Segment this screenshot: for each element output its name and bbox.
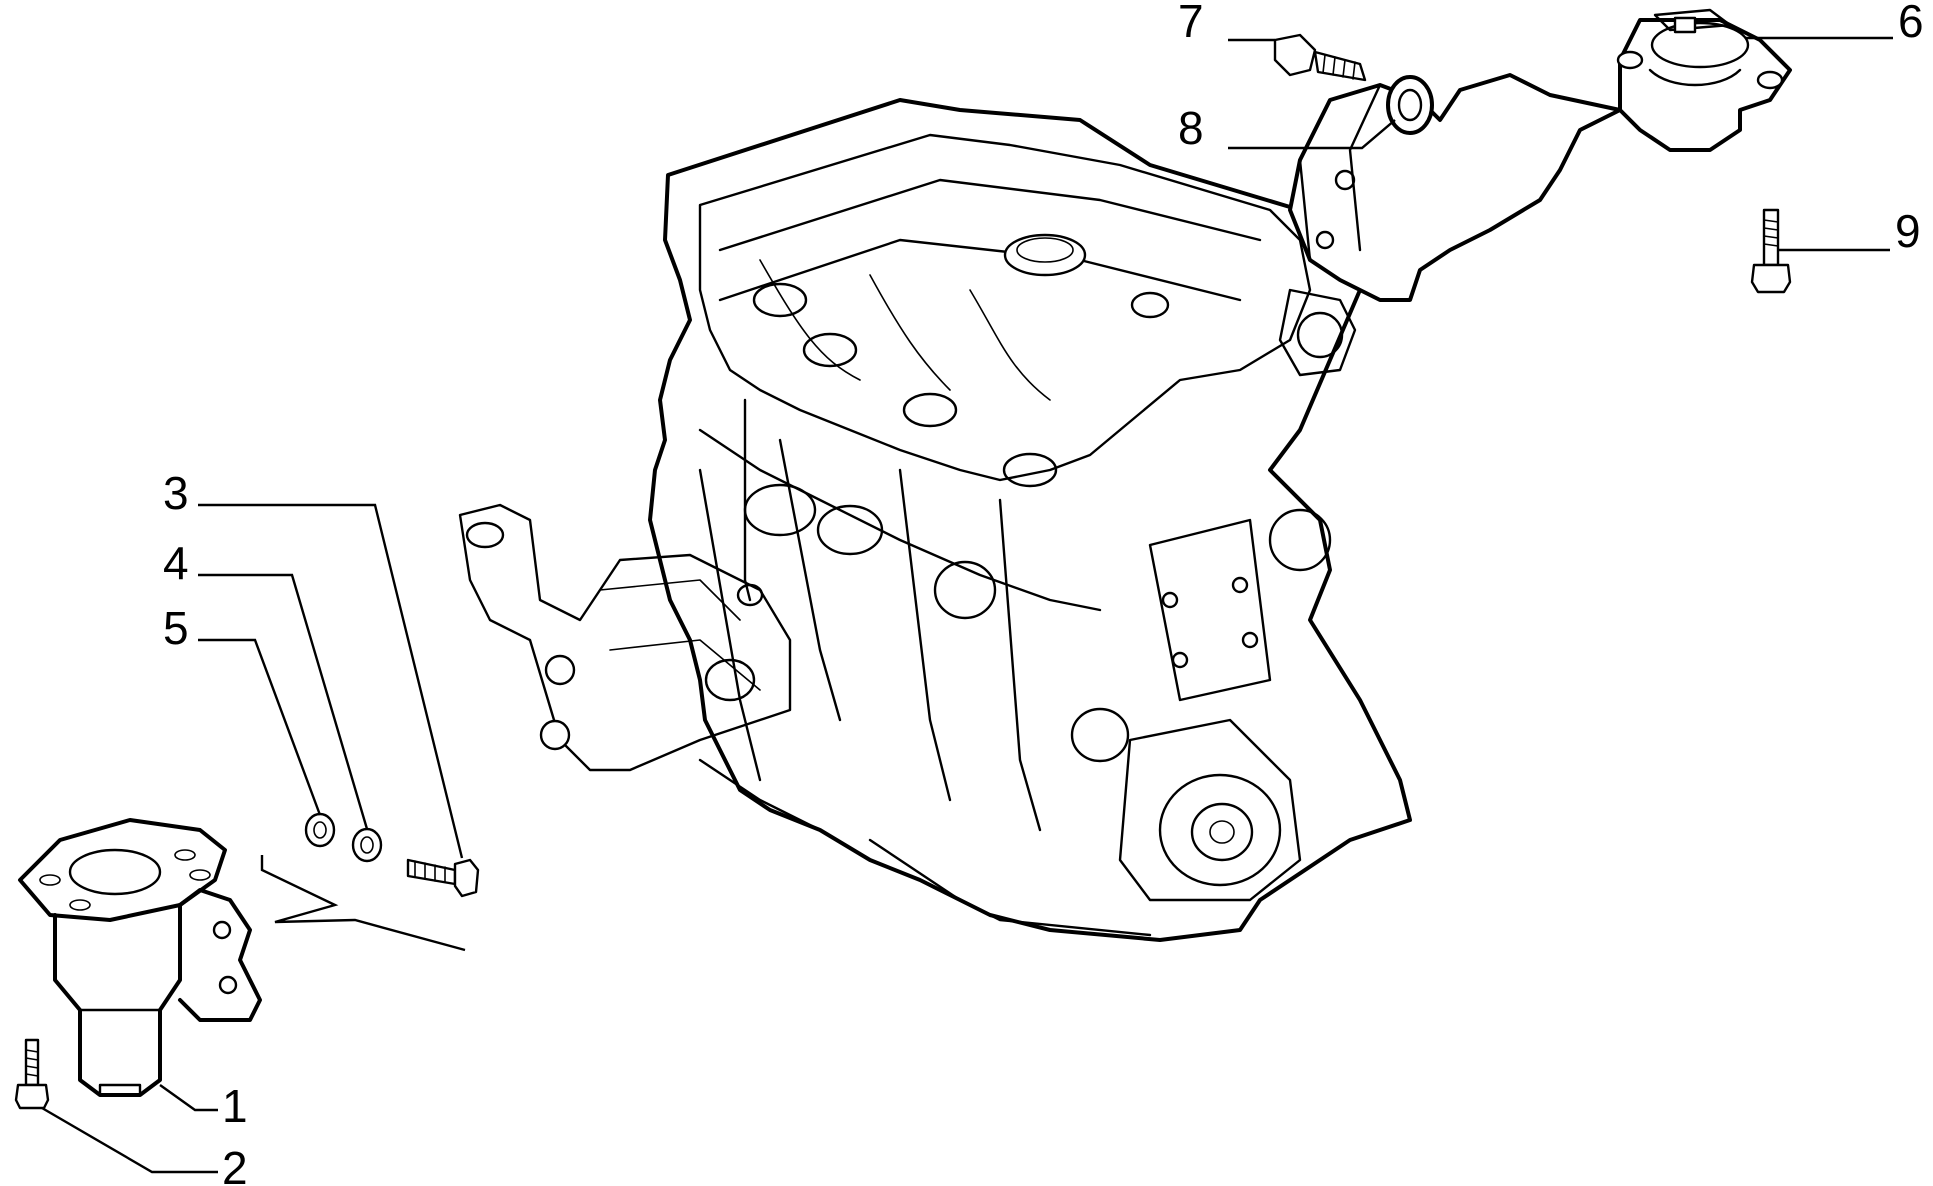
callout-4: 4 xyxy=(163,537,189,589)
leader-8 xyxy=(1228,119,1396,150)
assembly-line xyxy=(260,855,466,952)
spring-washer xyxy=(351,827,383,863)
callout-3: 3 xyxy=(163,467,189,519)
leader-4 xyxy=(198,573,369,830)
callout-7: 7 xyxy=(1178,0,1204,47)
callout-5: 5 xyxy=(163,602,189,654)
mount-bolt xyxy=(406,858,480,898)
upper-mount-bracket xyxy=(1288,8,1792,302)
leader-3 xyxy=(198,503,464,859)
flat-washer xyxy=(304,812,336,848)
leader-5 xyxy=(198,638,322,816)
callout-2: 2 xyxy=(222,1142,248,1186)
engine-mount-support xyxy=(18,818,262,1097)
callout-9: 9 xyxy=(1895,205,1921,257)
callout-8: 8 xyxy=(1178,102,1204,154)
leader-1 xyxy=(159,1084,218,1112)
mount-support-screw xyxy=(14,1038,50,1110)
engine-block xyxy=(458,98,1412,942)
callouts: 1 2 3 4 5 6 7 8 9 xyxy=(163,0,1924,1186)
callout-6: 6 xyxy=(1898,0,1924,47)
leader-lines xyxy=(41,36,1893,1174)
bracket-washer xyxy=(1386,75,1434,135)
bracket-bolt xyxy=(1273,33,1367,82)
leader-2 xyxy=(41,1106,218,1174)
callout-1: 1 xyxy=(222,1080,248,1132)
bracket-screw xyxy=(1750,208,1792,294)
